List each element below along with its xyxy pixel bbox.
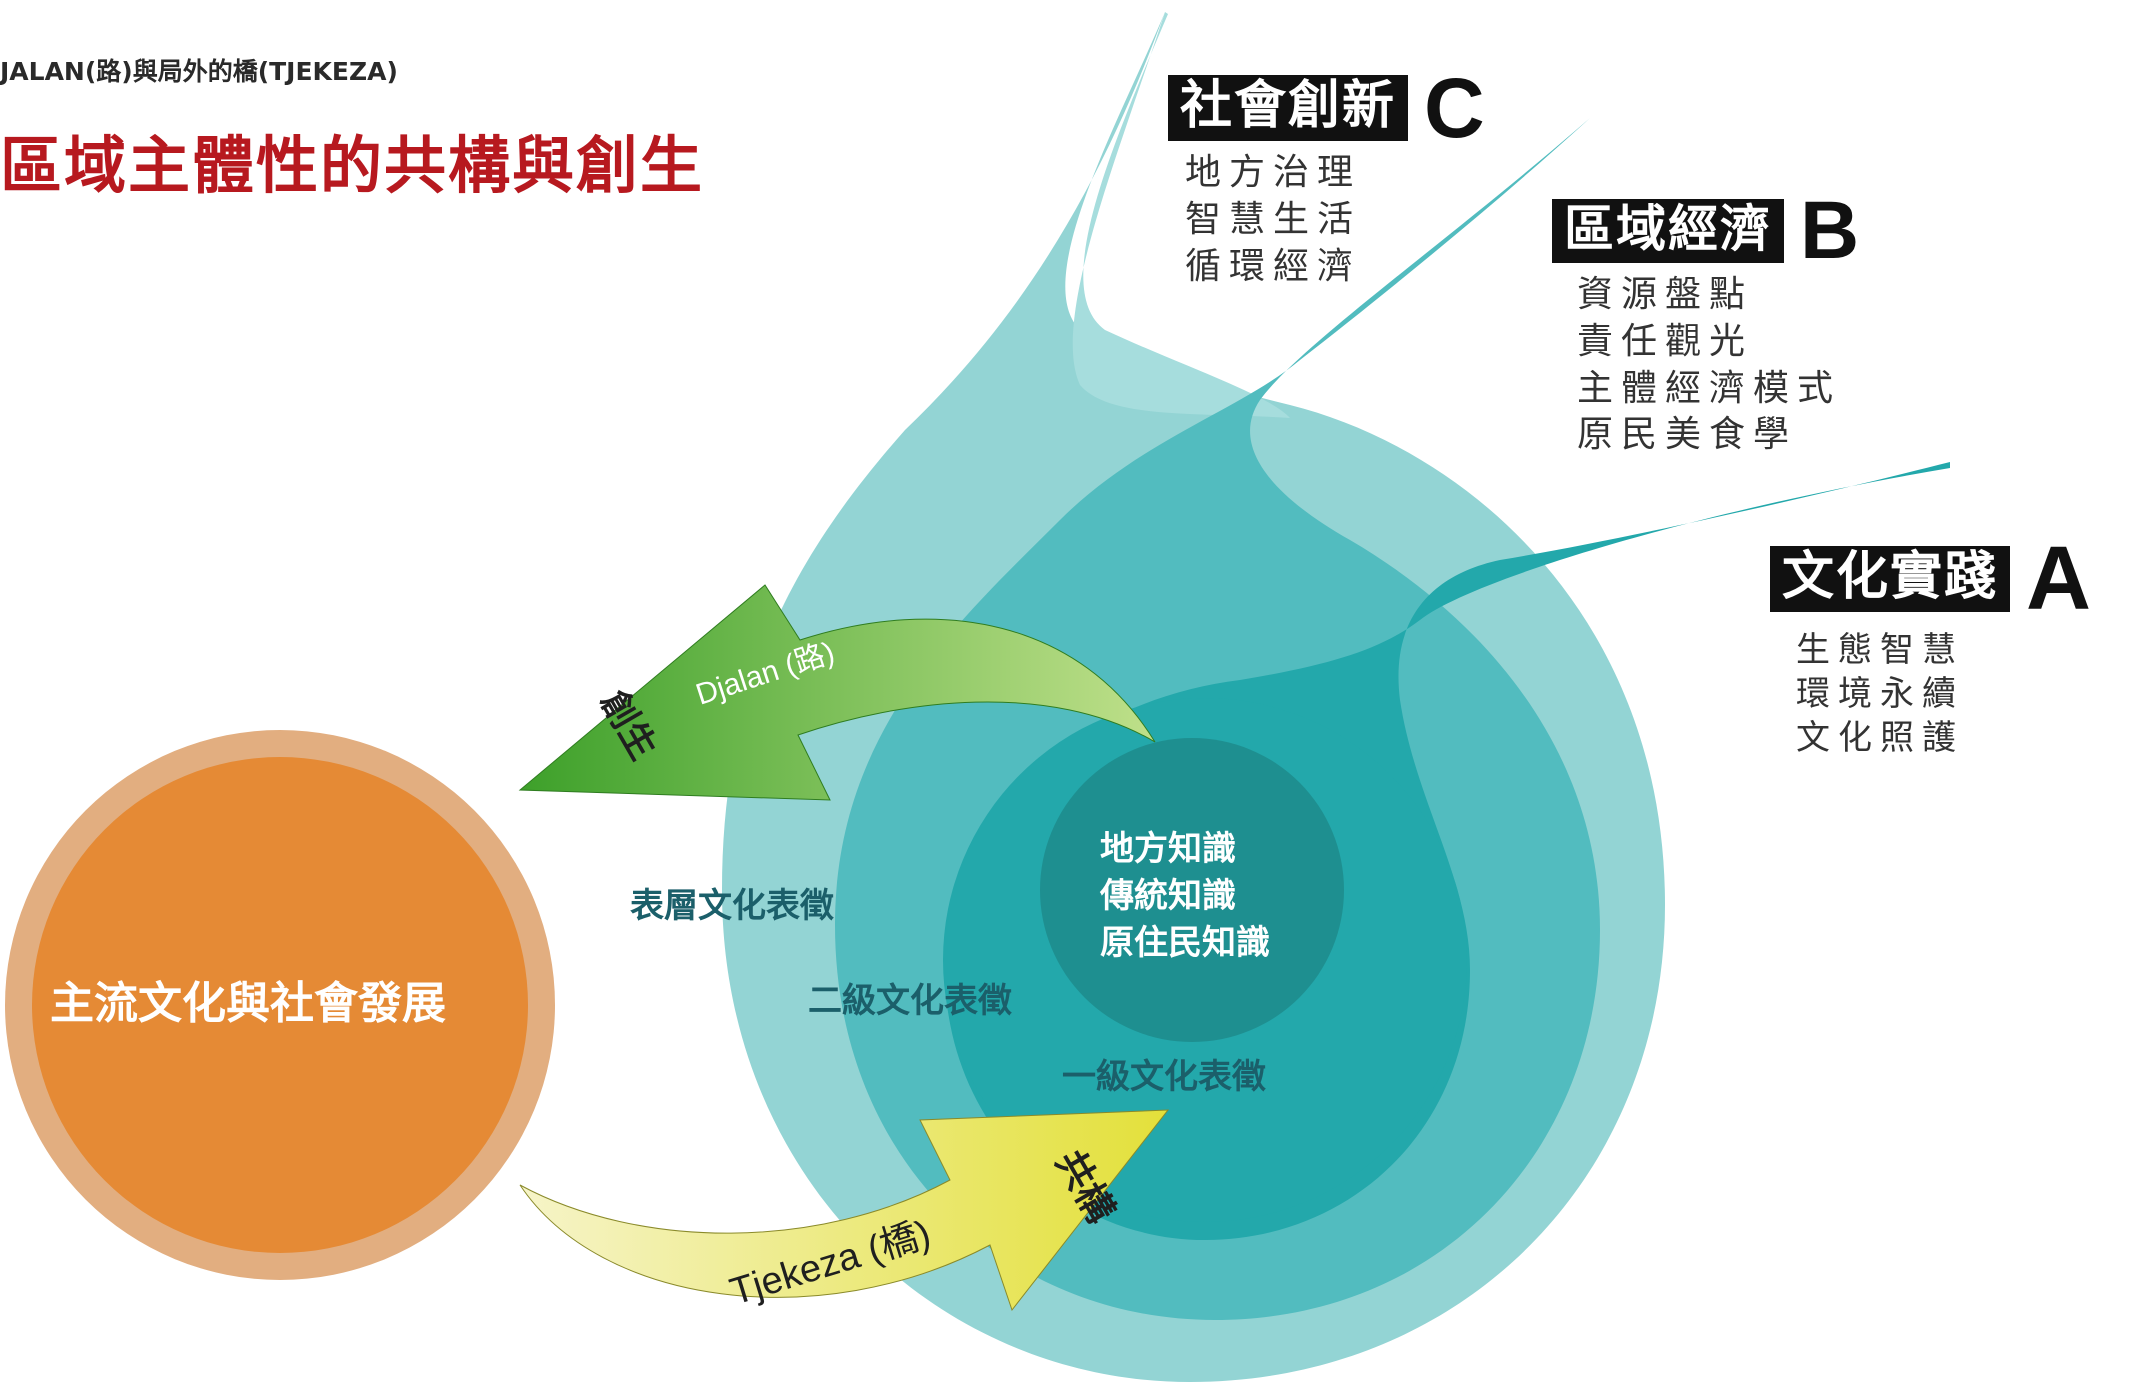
list-item: 責任觀光 — [1577, 320, 1754, 362]
category-a-label: 文化實踐 — [1770, 546, 2011, 612]
djalan-arrow: Djalan (路) 創生 — [518, 584, 1156, 801]
category-b-label: 區域經濟 — [1552, 199, 1784, 263]
core-circle — [1040, 738, 1344, 1042]
list-item: 智慧生活 — [1185, 198, 1362, 240]
core-line-3: 原住民知識 — [1100, 923, 1270, 963]
list-item: 循環經濟 — [1185, 245, 1362, 287]
list-item: 地方治理 — [1185, 152, 1362, 193]
category-a-letter: A — [2026, 529, 2092, 629]
list-item: 主體經濟模式 — [1577, 367, 1842, 409]
category-c-items: 地方治理 智慧生活 循環經濟 — [1185, 150, 1361, 290]
category-a-items: 生態智慧 環境永續 文化照護 — [1796, 628, 1964, 761]
svg-text:表層文化表徵: 表層文化表徵 — [630, 886, 834, 926]
slide-supertitle: JALAN(路)與局外的橋(TJEKEZA) — [0, 57, 398, 86]
svg-text:傳統知識: 傳統知識 — [1099, 876, 1236, 916]
category-c-label: 社會創新 — [1168, 75, 1409, 141]
core-line-2: 傳統知識 — [1099, 876, 1236, 916]
list-item: 環境永續 — [1796, 674, 1964, 715]
mainstream-label: 主流文化與社會發展 — [50, 978, 446, 1029]
svg-text:原住民知識: 原住民知識 — [1100, 923, 1270, 963]
list-item: 原民美食學 — [1577, 414, 1798, 456]
category-b-items: 資源盤點 責任觀光 主體經濟模式 原民美食學 — [1577, 272, 1841, 459]
svg-text:一級文化表徵: 一級文化表徵 — [1062, 1057, 1266, 1097]
list-item: 生態智慧 — [1796, 630, 1964, 670]
svg-text:二級文化表徵: 二級文化表徵 — [808, 981, 1012, 1021]
slide-title: 區域主體性的共構與創生 — [0, 129, 705, 202]
list-item: 資源盤點 — [1577, 274, 1754, 315]
middle-ring-label: 二級文化表徵 — [808, 981, 1012, 1021]
list-item: 文化照護 — [1796, 718, 1964, 759]
svg-text:主流文化與社會發展: 主流文化與社會發展 — [50, 978, 446, 1029]
core-line-1: 地方知識 — [1100, 829, 1236, 869]
mainstream-circle — [32, 757, 528, 1253]
category-b-letter: B — [1800, 185, 1860, 276]
category-c-letter: C — [1424, 61, 1485, 155]
outer-ring-label: 表層文化表徵 — [630, 886, 834, 926]
tjekeza-arrow: Tjekeza (橋) 共構 — [519, 1109, 1170, 1314]
inner-ring-label: 一級文化表徵 — [1062, 1057, 1266, 1097]
svg-text:地方知識: 地方知識 — [1100, 829, 1236, 869]
